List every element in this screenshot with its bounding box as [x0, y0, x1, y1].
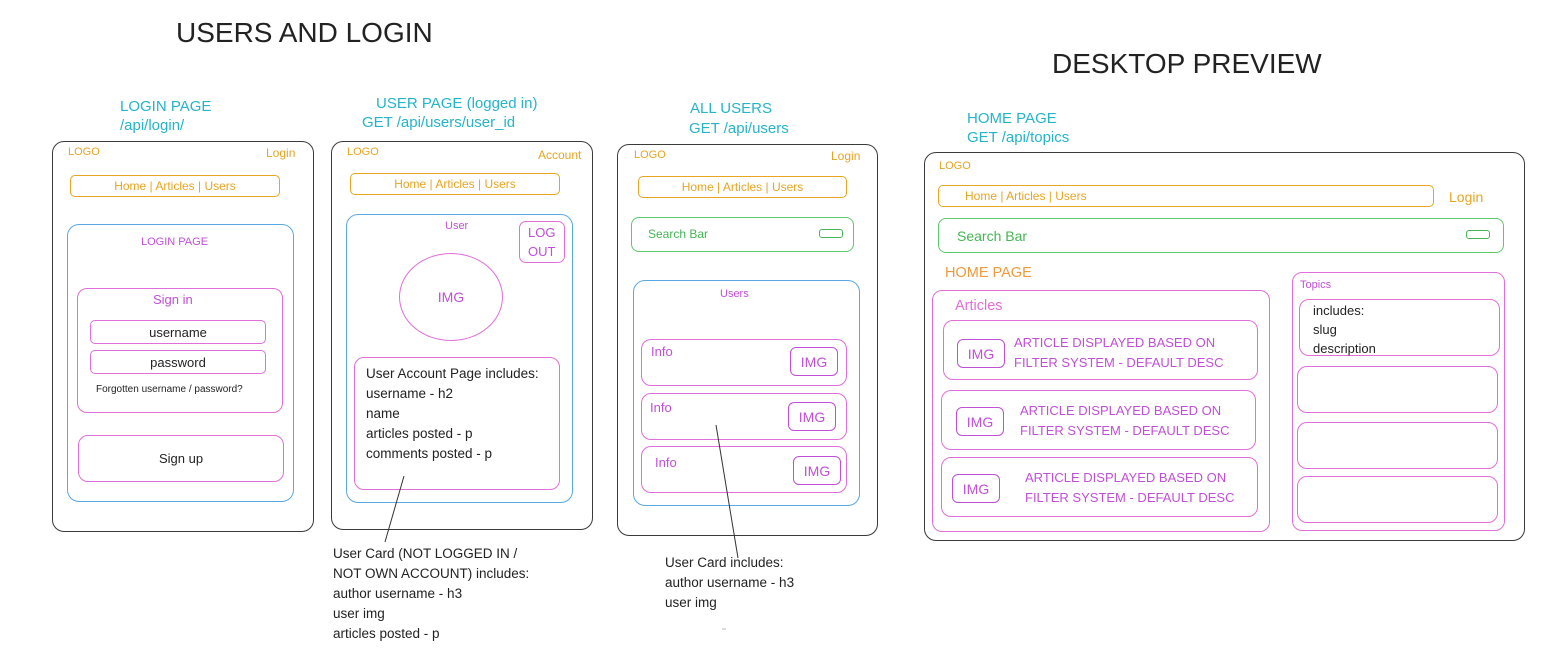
article-card-text-line2: FILTER SYSTEM - DEFAULT DESC — [1025, 490, 1235, 505]
user-card[interactable] — [641, 339, 847, 386]
all-users-login-link[interactable]: Login — [831, 149, 861, 163]
login-corner-link[interactable]: Login — [266, 146, 296, 160]
account-link[interactable]: Account — [538, 148, 582, 162]
user-page-logo: LOGO — [347, 146, 379, 158]
user-includes-line: comments posted - p — [366, 446, 493, 461]
all-users-search-label: Search Bar — [648, 227, 709, 241]
user-includes-line: username - h2 — [366, 386, 454, 401]
topic-includes-line: includes: — [1313, 303, 1365, 318]
users-login-heading: USERS AND LOGIN — [176, 17, 433, 48]
user-card-note-connector — [384, 475, 405, 543]
all-users-nav-bar[interactable]: Home | Articles | Users — [638, 176, 847, 198]
signup-button[interactable]: Sign up — [78, 435, 284, 482]
login-nav-bar[interactable]: Home | Articles | Users — [70, 175, 280, 197]
user-card-note-line: author username - h3 — [333, 586, 463, 601]
home-endpoint: GET /api/topics — [967, 129, 1070, 146]
all-users-note-connector — [715, 424, 739, 559]
user-card-img: IMG — [790, 347, 838, 376]
article-card-img: IMG — [957, 339, 1005, 368]
article-card[interactable] — [941, 390, 1256, 450]
user-includes-line: name — [366, 406, 400, 421]
article-card[interactable] — [941, 457, 1258, 517]
user-label: User — [445, 220, 469, 232]
login-panel-title: LOGIN PAGE — [141, 236, 209, 248]
topic-card[interactable] — [1297, 476, 1498, 523]
user-includes-line: articles posted - p — [366, 426, 473, 441]
home-page-title: HOME PAGE — [967, 110, 1057, 127]
article-card-text-line1: ARTICLE DISPLAYED BASED ON — [1014, 335, 1216, 350]
password-field[interactable]: password — [90, 350, 266, 374]
home-page-label: HOME PAGE — [945, 265, 1032, 281]
user-includes-box — [354, 357, 560, 490]
topics-label: Topics — [1300, 279, 1332, 291]
home-search-button-icon[interactable] — [1466, 230, 1490, 239]
article-card-img: IMG — [956, 407, 1004, 436]
article-card-text-line1: ARTICLE DISPLAYED BASED ON — [1025, 470, 1227, 485]
user-card-info: Info — [650, 400, 672, 415]
logout-label-line2: OUT — [528, 244, 556, 259]
article-card[interactable] — [943, 320, 1258, 380]
user-card-note-line: User Card (NOT LOGGED IN / — [333, 546, 518, 561]
all-users-note-line: User Card includes: — [665, 555, 784, 570]
all-users-frame — [617, 144, 878, 536]
home-search-bar[interactable] — [938, 218, 1504, 253]
user-page-title: USER PAGE (logged in) — [376, 95, 538, 112]
search-button-icon[interactable] — [819, 229, 843, 238]
topic-card[interactable] — [1297, 366, 1498, 413]
home-login-link[interactable]: Login — [1449, 189, 1484, 205]
user-page-nav-bar[interactable]: Home | Articles | Users — [350, 173, 560, 195]
users-panel — [633, 280, 860, 506]
home-nav-bar[interactable]: Home | Articles | Users — [938, 185, 1434, 207]
user-includes-line: User Account Page includes: — [366, 366, 539, 381]
user-card-note-line: user img — [333, 606, 385, 621]
user-card[interactable] — [641, 393, 847, 440]
signin-label: Sign in — [153, 292, 193, 307]
user-card-info: Info — [651, 344, 673, 359]
topic-card[interactable] — [1299, 299, 1500, 356]
user-card-img: IMG — [788, 402, 836, 431]
all-users-search-bar[interactable] — [631, 217, 854, 252]
user-panel — [346, 214, 573, 503]
article-card-img: IMG — [952, 474, 1000, 503]
login-frame — [52, 141, 314, 532]
topics-panel — [1292, 272, 1505, 531]
topic-includes-line: slug — [1313, 322, 1337, 337]
forgot-link[interactable]: Forgotten username / password? — [96, 384, 243, 395]
avatar-placeholder: IMG — [399, 253, 503, 341]
home-frame — [924, 152, 1525, 541]
user-page-endpoint: GET /api/users/user_id — [362, 114, 516, 131]
all-users-note-line: author username - h3 — [665, 575, 795, 590]
home-logo: LOGO — [939, 160, 971, 172]
all-users-endpoint: GET /api/users — [689, 120, 789, 137]
article-card-text-line2: FILTER SYSTEM - DEFAULT DESC — [1020, 423, 1230, 438]
user-card[interactable] — [641, 446, 847, 493]
topic-includes-line: description — [1313, 341, 1376, 356]
topic-card[interactable] — [1297, 422, 1498, 469]
login-panel — [67, 224, 294, 502]
user-card-note-line: NOT OWN ACCOUNT) includes: — [333, 566, 530, 581]
login-logo: LOGO — [68, 146, 100, 158]
all-users-note-line: user img — [665, 595, 717, 610]
home-search-label: Search Bar — [957, 228, 1028, 244]
signin-box — [77, 288, 283, 413]
articles-panel — [932, 290, 1270, 532]
user-card-info: Info — [655, 455, 677, 470]
logout-label-line1: LOG — [528, 225, 556, 240]
user-card-note-line: articles posted - p — [333, 626, 440, 641]
article-card-text-line1: ARTICLE DISPLAYED BASED ON — [1020, 403, 1222, 418]
login-page-title: LOGIN PAGE — [120, 98, 212, 115]
all-users-title: ALL USERS — [690, 100, 772, 117]
users-label: Users — [720, 288, 749, 300]
login-endpoint: /api/login/ — [120, 117, 185, 134]
desktop-preview-heading: DESKTOP PREVIEW — [1052, 48, 1322, 79]
user-page-frame — [331, 141, 593, 530]
all-users-logo: LOGO — [634, 149, 666, 161]
article-card-text-line2: FILTER SYSTEM - DEFAULT DESC — [1014, 355, 1224, 370]
user-card-img: IMG — [793, 456, 841, 485]
logout-button[interactable] — [519, 221, 565, 263]
username-field[interactable]: username — [90, 320, 266, 344]
articles-label: Articles — [955, 298, 1003, 314]
